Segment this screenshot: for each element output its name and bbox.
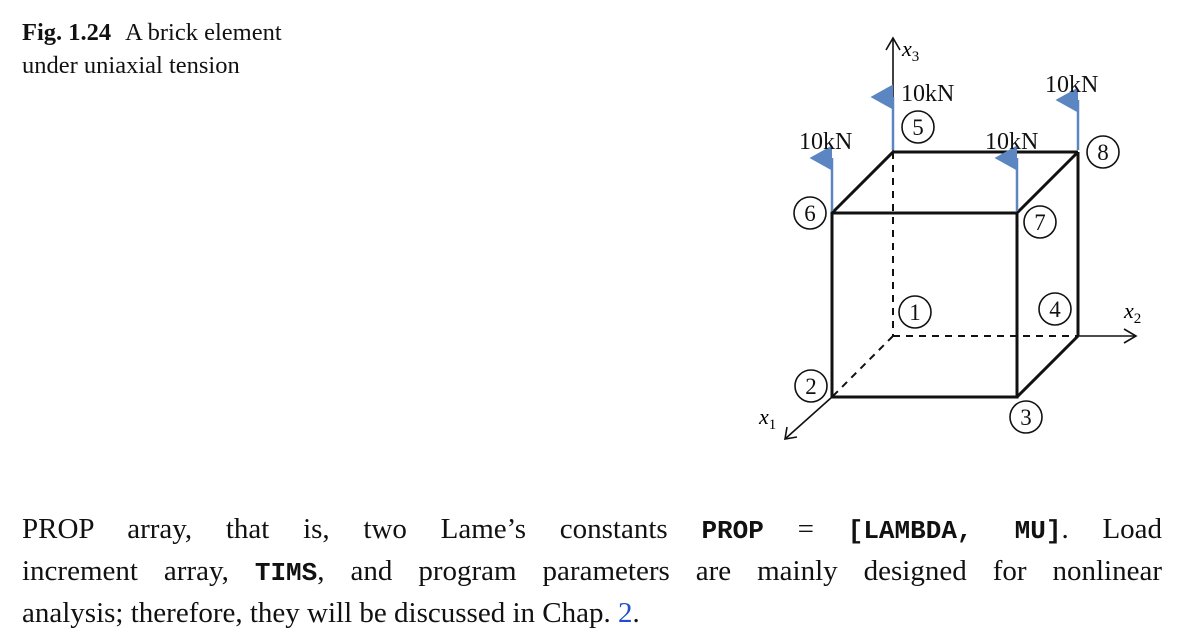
axis-x1-arrowhead bbox=[784, 426, 798, 440]
node-circle-8 bbox=[1086, 135, 1120, 169]
edge-4-3 bbox=[1015, 334, 1080, 399]
node-label-5: 5 bbox=[912, 115, 924, 140]
load-labels: 10kN 10kN 10kN 10kN bbox=[799, 72, 1098, 155]
node-circle-4 bbox=[1038, 292, 1072, 326]
load-label-8: 10kN bbox=[1045, 72, 1098, 98]
node-markers bbox=[793, 110, 1120, 434]
node-labels: 1 2 3 4 5 6 7 8 bbox=[804, 115, 1109, 430]
text-run: . Load bbox=[1061, 513, 1163, 545]
axes bbox=[784, 36, 1138, 440]
visible-edges bbox=[830, 150, 1080, 399]
node-circle-6 bbox=[793, 196, 827, 230]
body-paragraph: PROP array, that is, two Lame’s constant… bbox=[22, 509, 1162, 633]
paragraph-line-3: analysis; therefore, they will be discus… bbox=[22, 593, 1162, 633]
figure-caption: Fig. 1.24 A brick element under uniaxial … bbox=[22, 16, 362, 82]
axis-x2-arrowhead bbox=[1123, 328, 1138, 344]
paragraph-line-1: PROP array, that is, two Lame’s constant… bbox=[22, 509, 1162, 551]
node-circle-1 bbox=[898, 295, 932, 329]
chapter-link[interactable]: 2 bbox=[617, 597, 633, 629]
text-run: PROP array, that is, two Lame’s constant… bbox=[22, 513, 668, 545]
node-label-7: 7 bbox=[1034, 210, 1046, 235]
paragraph-line-2: increment array, TIMS, and program param… bbox=[22, 551, 1162, 593]
text-run: . bbox=[632, 597, 640, 629]
node-circle-2 bbox=[794, 369, 828, 403]
caption-text-2: under uniaxial tension bbox=[22, 52, 240, 79]
node-label-4: 4 bbox=[1049, 297, 1061, 322]
axis-label-x2: x2 bbox=[1123, 298, 1141, 327]
node-circle-7 bbox=[1023, 205, 1057, 239]
axis-label-x3: x3 bbox=[901, 36, 919, 65]
equals-sign: = bbox=[797, 513, 814, 545]
node-label-6: 6 bbox=[804, 201, 816, 226]
edge-5-6 bbox=[830, 150, 895, 215]
text-run: analysis; therefore, they will be discus… bbox=[22, 597, 611, 629]
code-tims: TIMS bbox=[254, 558, 318, 588]
code-lambda-mu: [LAMBDA, MU] bbox=[847, 516, 1062, 546]
load-label-7: 10kN bbox=[985, 129, 1038, 155]
node-circle-3 bbox=[1009, 400, 1043, 434]
load-label-5: 10kN bbox=[901, 81, 954, 107]
hidden-edges bbox=[831, 152, 1078, 398]
node-label-1: 1 bbox=[909, 300, 921, 325]
hidden-edge-1-2 bbox=[831, 335, 894, 398]
front-face bbox=[830, 211, 1019, 399]
node-label-2: 2 bbox=[805, 374, 817, 399]
load-arrows bbox=[809, 84, 1080, 211]
text-run: increment array, bbox=[22, 555, 229, 587]
brick-element-figure: x3 x2 x1 10kN 10kN 10kN 10kN 1 2 3 4 5 6… bbox=[758, 36, 1141, 440]
axis-x3-arrowhead bbox=[885, 36, 901, 51]
code-prop: PROP bbox=[701, 516, 764, 546]
node-label-3: 3 bbox=[1020, 405, 1032, 430]
load-label-6: 10kN bbox=[799, 129, 852, 155]
axis-x1 bbox=[784, 396, 833, 440]
axis-label-x1: x1 bbox=[758, 404, 776, 433]
node-label-8: 8 bbox=[1097, 140, 1109, 165]
edge-8-7 bbox=[1015, 150, 1080, 215]
figure-label: Fig. 1.24 bbox=[22, 19, 112, 46]
node-circle-5 bbox=[901, 110, 935, 144]
caption-text-1: A brick element bbox=[125, 19, 282, 46]
text-run: , and program parameters are mainly desi… bbox=[317, 555, 1163, 587]
